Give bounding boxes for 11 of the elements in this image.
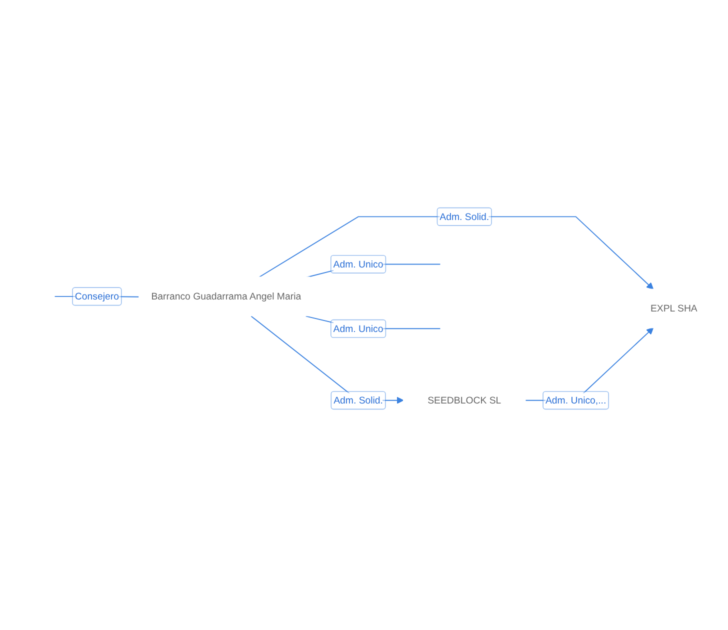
edge-label: Consejero [74,291,119,303]
node-text: SEEDBLOCK SL [428,395,502,406]
edge-label: Adm. Unico,... [545,395,606,406]
arrow [258,216,654,290]
arrow [250,316,404,404]
edge-label: Adm. Unico [333,323,384,335]
edge-label: Adm. Solid. [440,211,490,223]
node-text: Barranco Guadarrama Angel Maria [151,291,302,303]
node-text: EXPL SHA [650,303,698,315]
edge-label: Adm. Solid. [334,395,383,406]
edge-label: Adm. Unico [333,259,384,270]
